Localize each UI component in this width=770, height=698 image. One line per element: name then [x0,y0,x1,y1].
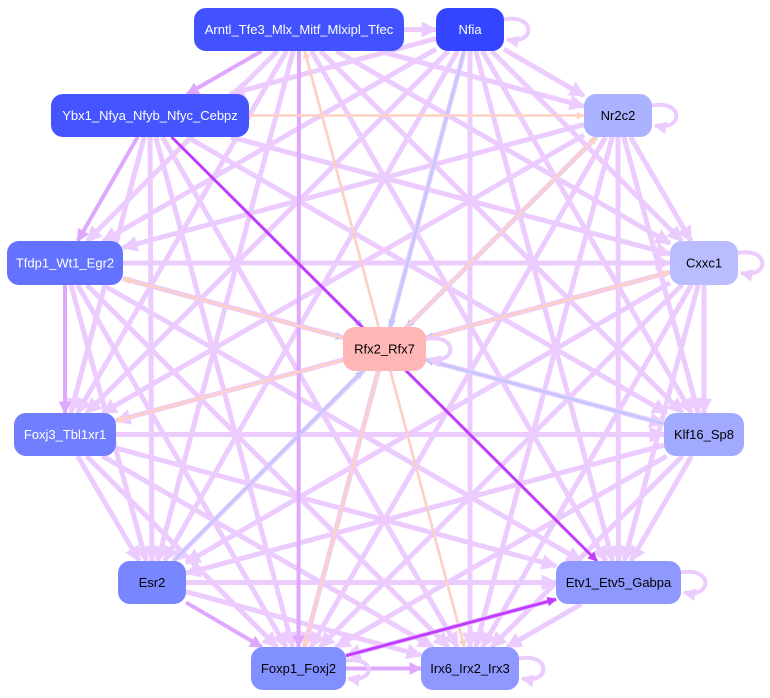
node-irx[interactable]: Irx6_Irx2_Irx3 [421,647,519,690]
node-label: Arntl_Tfe3_Mlx_Mitf_Mlxipl_Tfec [205,22,394,37]
edge-nr2-fox3 [100,132,586,416]
node-box [421,647,519,690]
node-box [251,647,346,690]
node-nr2[interactable]: Nr2c2 [584,94,652,137]
node-box [664,413,744,456]
edge-ybx-tfd [75,136,140,243]
edge-nr2-foxp [308,135,608,649]
edge-esr-rfx [172,370,364,562]
node-box [51,94,249,137]
node-foxp[interactable]: Foxp1_Foxj2 [251,647,346,690]
node-box [118,561,186,604]
node-label: Cxxc1 [686,256,722,271]
edge-klf-etv [628,454,694,563]
edge-rfx-tfd [122,276,344,340]
node-box [556,561,681,604]
node-label: Nfia [458,22,482,37]
node-label: Nr2c2 [601,108,636,123]
edge-arn-ybx [186,49,263,96]
edges-layer [58,16,765,688]
node-esr[interactable]: Esr2 [118,561,186,604]
edge-ybx-irx [160,135,460,649]
edge-rfx-foxp [302,370,380,648]
edge-klf-foxp [334,453,668,650]
node-label: Esr2 [139,575,166,590]
edge-arn-etv [309,49,609,563]
edge-nfia-rfx [388,50,466,328]
node-arn[interactable]: Arntl_Tfe3_Mlx_Mitf_Mlxipl_Tfec [194,8,404,51]
self-loop-nr2 [651,102,679,135]
nodes-layer: Arntl_Tfe3_Mlx_Mitf_Mlxipl_Tfec NfiaYbx1_… [7,8,744,690]
node-cxx[interactable]: Cxxc1 [670,241,738,285]
node-label: Foxj3_Tbl1xr1 [24,427,106,442]
node-box [670,241,738,285]
node-box [436,8,504,51]
node-label: Foxp1_Foxj2 [261,661,336,676]
node-tfd[interactable]: Tfdp1_Wt1_Egr2 [7,241,123,285]
edge-rfx-arn [302,50,380,328]
node-box [584,94,652,137]
node-klf[interactable]: Klf16_Sp8 [664,413,744,456]
edge-nfia-ybx [228,36,437,98]
edge-ybx-cxx [230,134,672,258]
node-nfia[interactable]: Nfia [436,8,504,51]
self-loop-nfia [503,16,531,49]
node-etv[interactable]: Etv1_Etv5_Gabpa [556,561,681,604]
self-loop-etv [680,569,708,602]
self-loop-rfx [425,336,453,368]
node-label: Ybx1_Nfya_Nfyb_Nfyc_Cebpz [62,108,238,123]
edge-nfia-nr2 [502,47,586,98]
node-label: Tfdp1_Wt1_Egr2 [16,256,114,271]
node-label: Irx6_Irx2_Irx3 [430,661,509,676]
edge-foxp-etv [345,596,557,658]
self-loop-foxp [345,658,371,687]
edge-rfx-nr2 [405,136,598,328]
edge-rfx-irx [389,370,467,648]
node-ybx[interactable]: Ybx1_Nfya_Nfyb_Nfyc_Cebpz [51,94,249,137]
edge-ybx-klf [186,134,669,416]
edge-rfx-cxx [425,270,671,340]
edge-fox3-esr [75,454,142,563]
node-box [14,413,116,456]
self-loop-irx [518,655,546,688]
node-label: Etv1_Etv5_Gabpa [566,575,672,590]
edge-fox3-etv [115,445,558,570]
node-box [194,8,404,51]
edge-tfd-etv [101,282,583,564]
self-loop-cxx [737,250,765,282]
edge-nr2-cxx [628,135,694,243]
node-rfx[interactable]: Rfx2_Rfx7 [343,327,426,371]
node-fox3[interactable]: Foxj3_Tbl1xr1 [14,413,116,456]
node-label: Klf16_Sp8 [674,427,734,442]
edge-cxx-esr [184,280,672,565]
edge-nr2-tfd [121,122,585,252]
node-box [7,241,123,285]
node-label: Rfx2_Rfx7 [354,342,415,357]
edge-etv-irx [505,601,583,650]
edge-klf-rfx [425,358,665,426]
edge-esr-foxp [184,600,263,649]
edge-klf-esr [184,442,665,578]
node-box [343,327,426,371]
edge-rfx-fox3 [115,358,344,423]
